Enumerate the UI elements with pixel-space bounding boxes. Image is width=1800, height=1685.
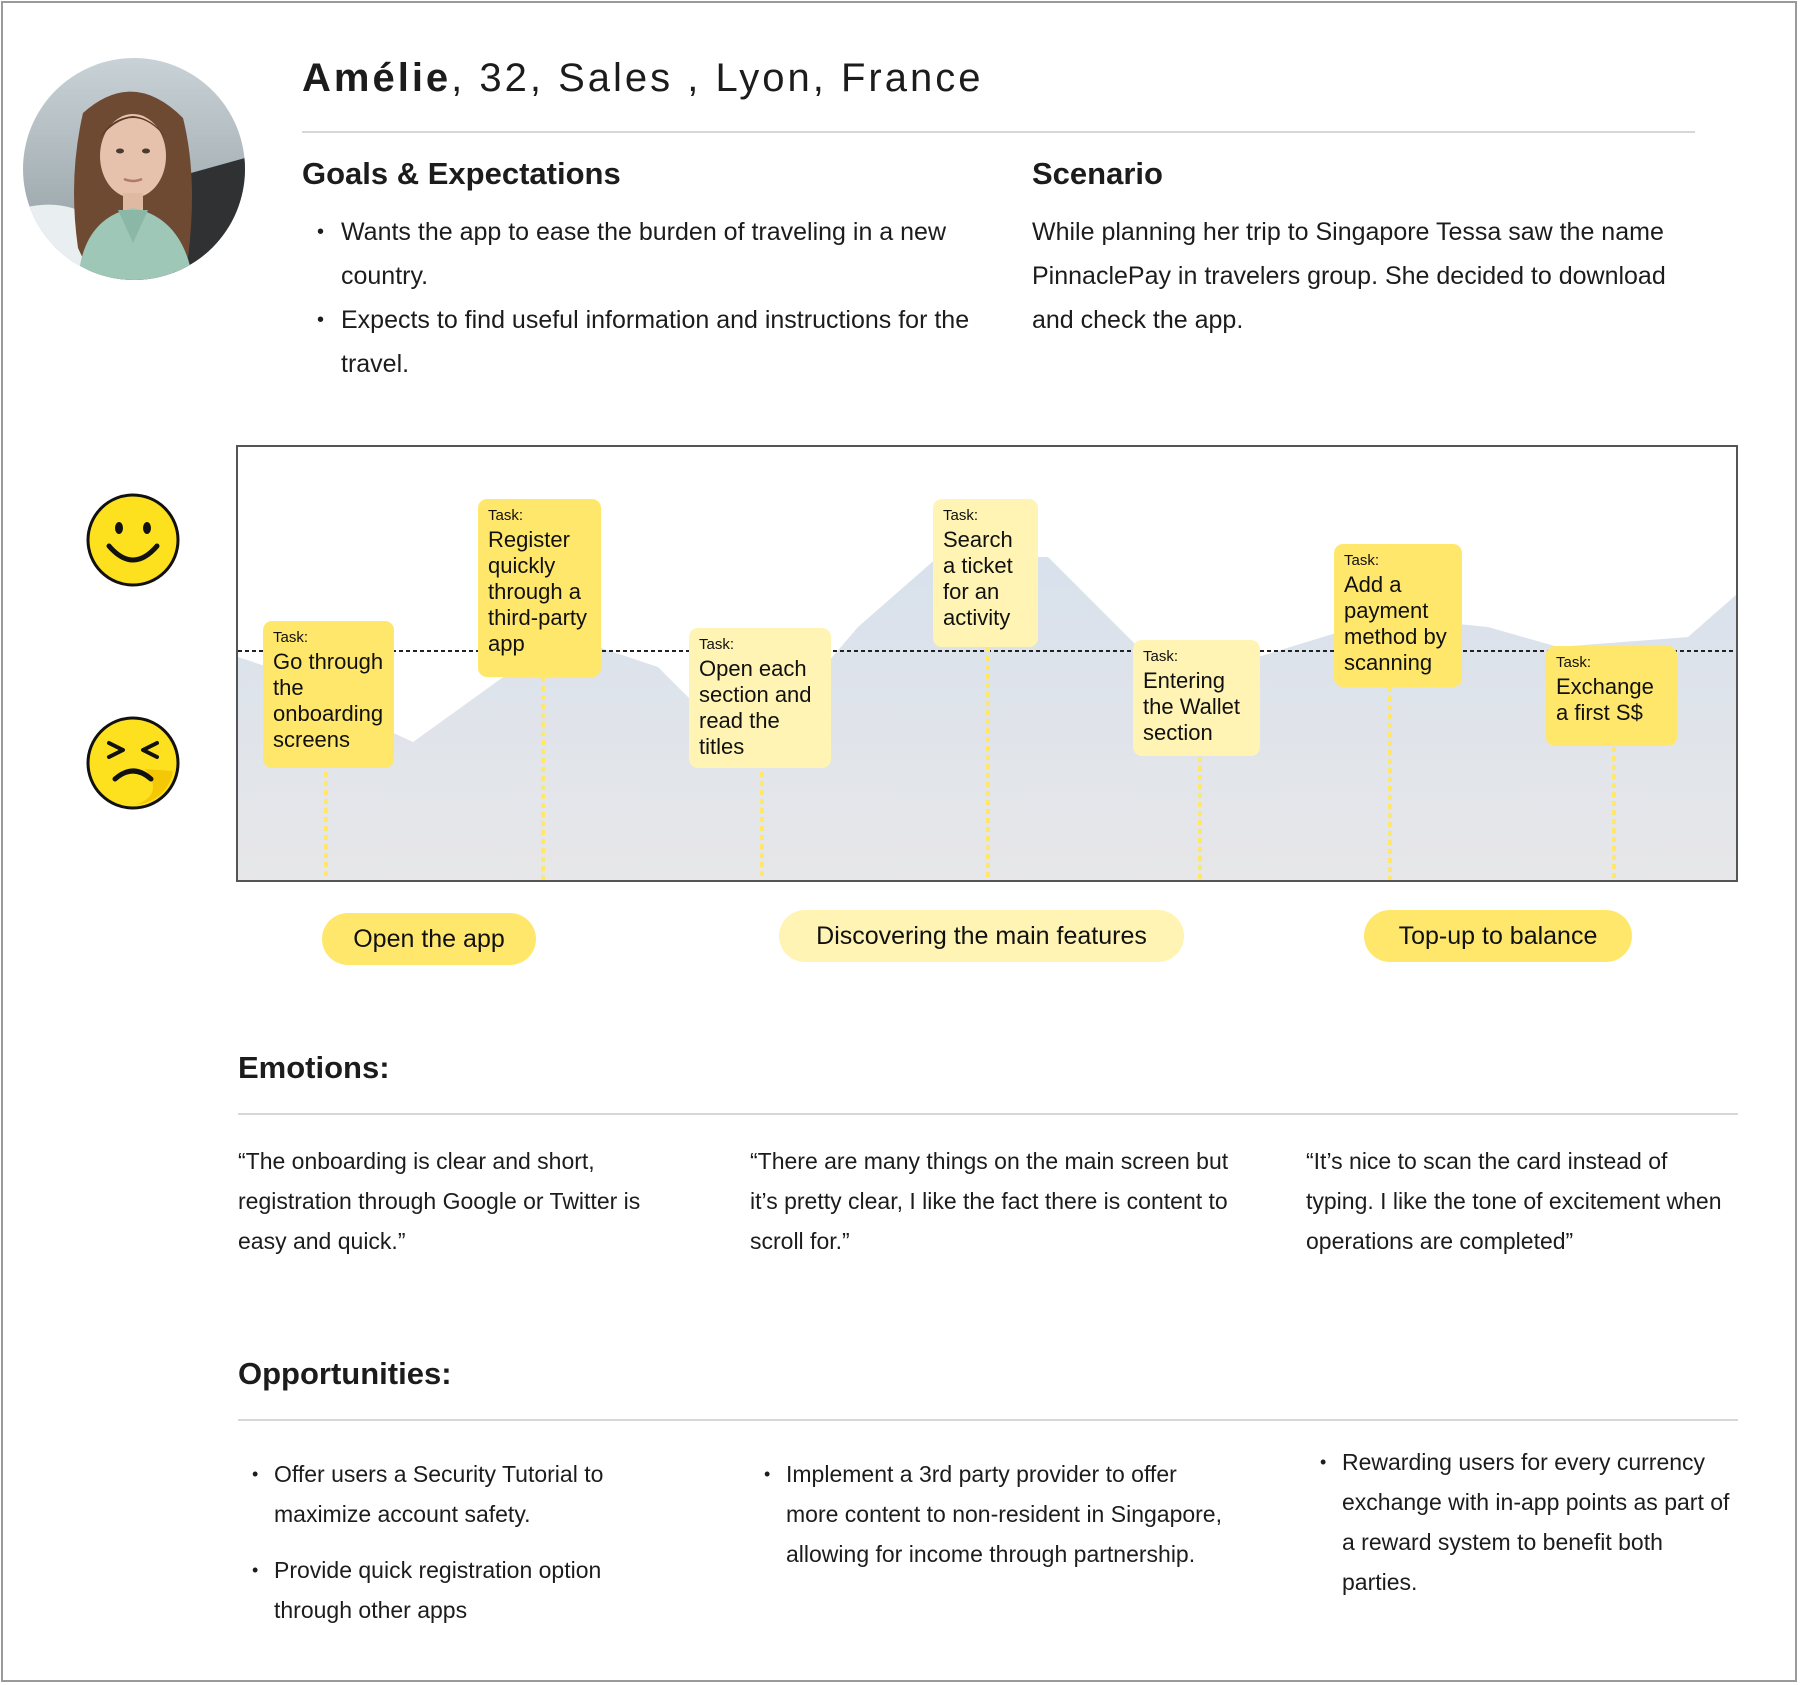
phase-discovering-main-features: Discovering the main features [779, 910, 1184, 962]
opportunity-text: Implement a 3rd party provider to offer … [786, 1461, 1222, 1567]
opportunity-item: • Rewarding users for every currency exch… [1320, 1442, 1742, 1602]
opportunities-divider [238, 1419, 1738, 1421]
goal-item: • Expects to find useful information and … [317, 298, 981, 386]
journey-chart: Task: Go through the onboarding screens … [236, 445, 1738, 882]
task-tag: Task: [488, 507, 524, 524]
opportunities-column: • Implement a 3rd party provider to offer… [764, 1454, 1226, 1574]
task-card: Task: Entering the Wallet section [1133, 640, 1260, 756]
bullet-icon: • [1320, 1452, 1327, 1472]
task-tag: Task: [943, 507, 979, 524]
persona-name: Amélie [302, 56, 452, 100]
frustrated-face-icon [85, 715, 181, 811]
task-text: Open each section and read the titles [699, 656, 812, 759]
persona-details: , 32, Sales , Lyon, France [451, 56, 984, 100]
task-text: Add a payment method by scanning [1344, 572, 1447, 675]
emotion-quote: “It’s nice to scan the card instead of t… [1306, 1148, 1722, 1254]
persona-photo [23, 58, 245, 280]
header-divider [302, 131, 1695, 133]
emotions-divider [238, 1113, 1738, 1115]
task-card: Task: Open each section and read the tit… [689, 628, 831, 768]
bullet-icon: • [764, 1464, 771, 1484]
opportunity-text: Provide quick registration option throug… [274, 1557, 602, 1623]
task-tag: Task: [273, 629, 309, 646]
opportunities-column: • Offer users a Security Tutorial to maxi… [252, 1454, 674, 1630]
task-tag: Task: [1143, 648, 1179, 665]
task-text: Register quickly through a third-party a… [488, 527, 588, 656]
bullet-icon: • [317, 221, 325, 243]
opportunities-heading: Opportunities: [238, 1356, 452, 1391]
phase-open-the-app: Open the app [322, 913, 536, 965]
emotion-quote: “There are many things on the main scree… [750, 1148, 1229, 1254]
opportunity-item: • Implement a 3rd party provider to offer… [764, 1454, 1226, 1574]
persona-title: Amélie, 32, Sales , Lyon, France [302, 56, 984, 101]
task-tag: Task: [1556, 654, 1592, 671]
task-text: Search a ticket for an activity [943, 527, 1013, 630]
phase-top-up-to-balance: Top-up to balance [1364, 910, 1632, 962]
goals-list: • Wants the app to ease the burden of tra… [317, 210, 981, 386]
task-tag: Task: [699, 636, 735, 653]
opportunities-column: • Rewarding users for every currency exch… [1320, 1442, 1742, 1602]
task-text: Go through the onboarding screens [273, 649, 384, 752]
task-card: Task: Register quickly through a third-p… [478, 499, 601, 677]
task-card: Task: Exchange a first S$ [1546, 646, 1677, 746]
task-text: Entering the Wallet section [1143, 668, 1241, 745]
opportunity-item: • Provide quick registration option throu… [252, 1550, 674, 1630]
goal-text: Wants the app to ease the burden of trav… [341, 218, 947, 290]
task-tag: Task: [1344, 552, 1380, 569]
goal-text: Expects to find useful information and i… [341, 306, 970, 378]
bullet-icon: • [252, 1560, 259, 1580]
goals-heading: Goals & Expectations [302, 156, 621, 191]
bullet-icon: • [317, 309, 325, 331]
goal-item: • Wants the app to ease the burden of tra… [317, 210, 981, 298]
scenario-text: While planning her trip to Singapore Tes… [1032, 218, 1666, 334]
task-card: Task: Add a payment method by scanning [1334, 544, 1462, 687]
emotion-quote: “The onboarding is clear and short, regi… [238, 1148, 641, 1254]
task-connector-lines [324, 647, 1616, 880]
opportunity-text: Offer users a Security Tutorial to maxim… [274, 1461, 604, 1527]
task-card: Task: Search a ticket for an activity [933, 499, 1038, 647]
bullet-icon: • [252, 1464, 259, 1484]
task-card: Task: Go through the onboarding screens [263, 621, 394, 768]
scenario-heading: Scenario [1032, 156, 1163, 191]
opportunity-item: • Offer users a Security Tutorial to maxi… [252, 1454, 674, 1534]
opportunity-text: Rewarding users for every currency excha… [1342, 1449, 1730, 1595]
persona-avatar [23, 58, 245, 280]
task-text: Exchange a first S$ [1556, 674, 1654, 725]
happy-face-icon [85, 492, 181, 588]
emotions-heading: Emotions: [238, 1050, 390, 1085]
